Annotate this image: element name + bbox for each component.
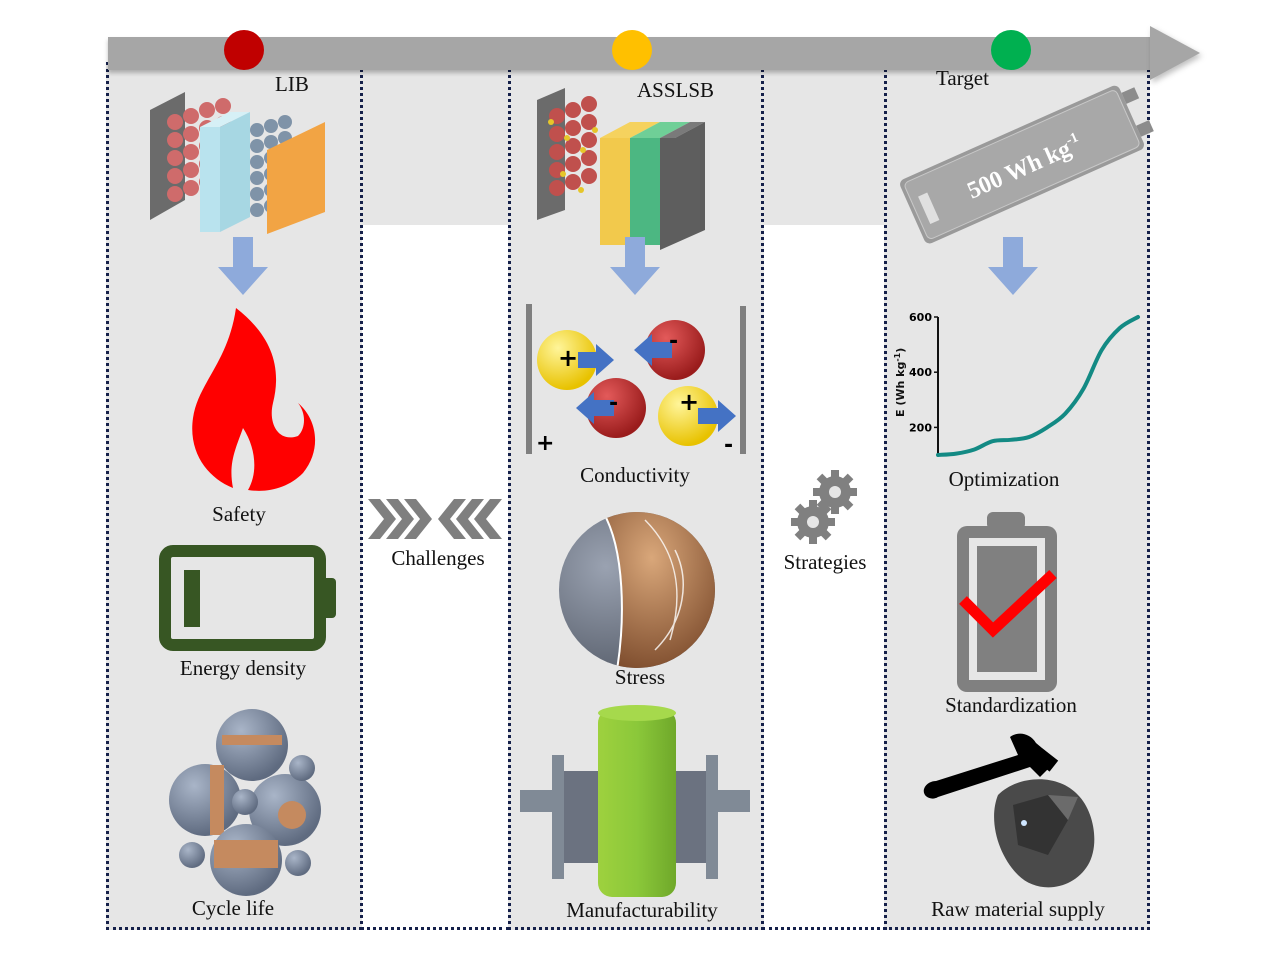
chevrons-right-left-icon	[368, 499, 502, 539]
optimization-y-tick-label: 200	[909, 421, 932, 434]
manufacturability-label: Manufacturability	[566, 898, 718, 922]
target-title: Target	[936, 66, 989, 90]
cation-sign: +	[558, 344, 578, 372]
optimization-y-tick-label: 600	[909, 311, 932, 324]
anion-sign: -	[669, 329, 678, 354]
low-battery-icon	[159, 545, 336, 651]
cycle-life-label: Cycle life	[191, 896, 275, 920]
pouch-cell-icon: 500 Wh kg-1	[900, 85, 1154, 244]
lib-status-dot	[224, 30, 264, 70]
hammer-ore-icon	[923, 733, 1095, 888]
optimization-curve	[936, 315, 1140, 457]
positive-electrode-sign: +	[536, 431, 554, 456]
challenges-label: Challenges	[391, 546, 485, 570]
battery-check-icon	[957, 512, 1057, 692]
asslsb-title: ASSLSB	[637, 78, 715, 102]
strategies-gap	[762, 62, 886, 930]
optimization-y-tick-label: 400	[909, 366, 932, 379]
safety-label: Safety	[212, 502, 266, 526]
down-arrow-icon	[610, 237, 660, 295]
conductivity-label: Conductivity	[580, 463, 690, 487]
gears-icon	[791, 470, 857, 544]
negative-electrode-sign: -	[724, 433, 733, 458]
flame-icon	[192, 308, 316, 491]
anion-sign: -	[609, 391, 618, 416]
lib-title: LIB	[275, 72, 309, 96]
strategies-label: Strategies	[783, 550, 867, 574]
optimization-chart-ticks: 600 400 200	[909, 311, 938, 434]
lib-cell-icon	[150, 92, 325, 234]
down-arrow-icon	[988, 237, 1038, 295]
down-arrow-icon	[218, 237, 268, 295]
cracked-particle-icon	[559, 512, 715, 668]
ion-conduction-icon: + - - + + -	[526, 304, 746, 458]
timeline-arrow-head	[1150, 26, 1200, 80]
stress-label: Stress	[614, 665, 666, 689]
standardization-label: Standardization	[945, 693, 1077, 717]
target-status-dot	[991, 30, 1031, 70]
particle-cluster-icon	[169, 709, 321, 896]
optimization-chart-ylabel: E (Wh kg-1)	[893, 348, 907, 417]
asslsb-status-dot	[612, 30, 652, 70]
energy-density-label: Energy density	[179, 656, 307, 680]
optimization-chart: 600 400 200 E (Wh kg-1)	[893, 311, 1140, 457]
challenges-gap	[360, 62, 510, 930]
raw-material-supply-label: Raw material supply	[931, 897, 1105, 921]
asslsb-cell-icon	[537, 88, 705, 250]
cation-sign: +	[679, 388, 699, 416]
roller-press-icon	[520, 705, 750, 897]
optimization-label: Optimization	[948, 467, 1060, 491]
